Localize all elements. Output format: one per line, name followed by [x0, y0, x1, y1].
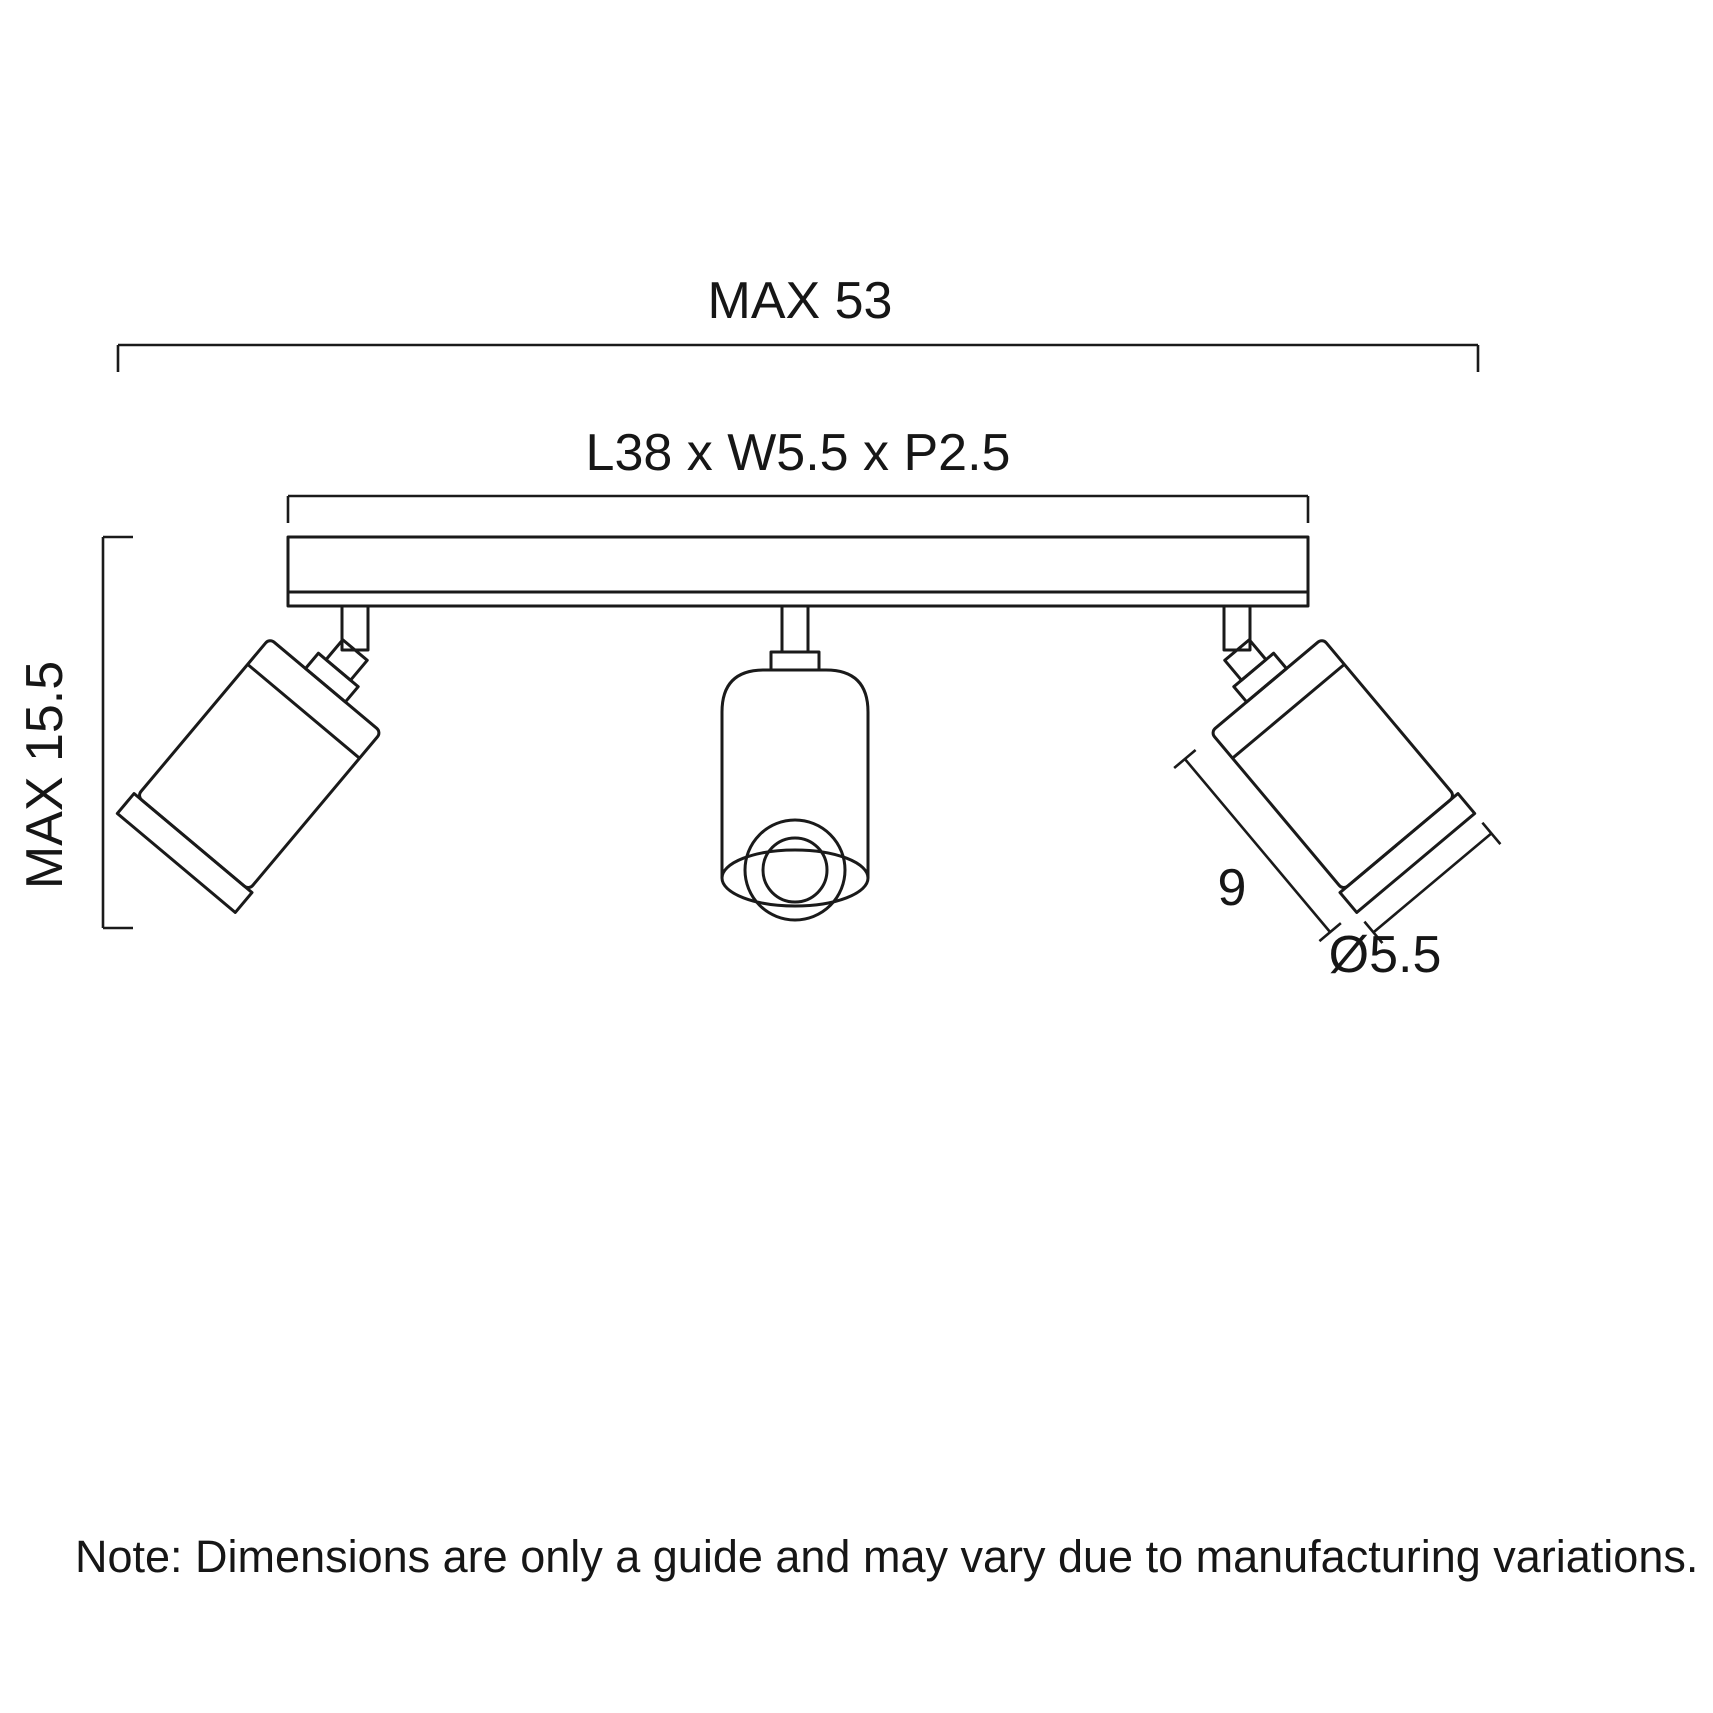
spot-diameter-tick-left	[1363, 920, 1384, 944]
left-spotlight-collar	[304, 651, 360, 704]
center-spotlight-lens-ring	[743, 818, 847, 922]
mounting-bar-body	[286, 535, 1310, 594]
spot-length-tick-top	[1173, 749, 1197, 770]
plate-dimension: L38 x W5.5 x P2.5	[286, 424, 1310, 523]
right-spotlight-head	[1173, 638, 1502, 944]
overall-width-label: MAX 53	[708, 272, 893, 330]
right-spotlight-collar	[1232, 651, 1288, 704]
left-spotlight-seam	[246, 663, 361, 760]
dimensions-note: Note: Dimensions are only a guide and ma…	[75, 1531, 1698, 1582]
mounting-bar-base	[286, 590, 1310, 608]
center-spotlight-collar	[769, 650, 821, 672]
left-spotlight-head	[115, 638, 381, 914]
mounting-bar	[286, 535, 1310, 608]
spot-length-dimension-line	[1183, 758, 1332, 933]
right-spotlight-seam	[1231, 663, 1346, 760]
center-spotlight-lens	[761, 836, 829, 904]
plate-dimension-label: L38 x W5.5 x P2.5	[586, 424, 1011, 482]
center-spotlight-rim	[720, 848, 870, 908]
center-spotlight-stem	[780, 604, 810, 654]
spot-diameter-label: Ø5.5	[1329, 926, 1442, 984]
overall-height-label: MAX 15.5	[16, 661, 74, 889]
right-spotlight-trim-ring	[1338, 792, 1477, 914]
center-spotlight	[720, 604, 870, 922]
right-spotlight-knuckle	[1223, 638, 1268, 682]
overall-width-dimension: MAX 53	[116, 272, 1480, 372]
spot-diameter-tick-right	[1481, 821, 1502, 845]
spot-length-label: 9	[1218, 859, 1247, 917]
left-spotlight	[115, 604, 381, 914]
overall-height-dimension: MAX 15.5	[16, 535, 133, 930]
right-spotlight: 9 Ø5.5	[1173, 604, 1502, 984]
left-spotlight-trim-ring	[115, 792, 254, 914]
spot-diameter-dimension-line	[1372, 832, 1493, 934]
spot-length-tick-bottom	[1318, 922, 1342, 943]
left-spotlight-knuckle	[324, 638, 369, 682]
center-spotlight-body	[720, 668, 870, 878]
